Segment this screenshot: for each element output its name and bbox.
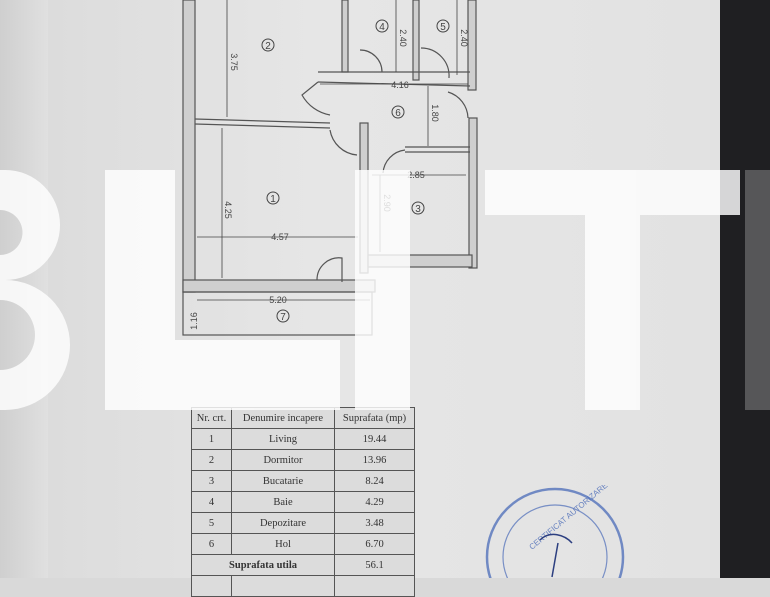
dim-label: 2.40 (398, 29, 408, 47)
room-marker-2: 2 (265, 41, 271, 52)
cell-name: Dormitor (231, 449, 335, 471)
header-area: Suprafata (mp) (334, 407, 415, 429)
cell-name: Hol (231, 533, 335, 555)
cell-name: Baie (231, 491, 335, 513)
cell-nr: 5 (191, 512, 232, 534)
dim-label: 1.80 (430, 104, 440, 122)
table-header: Nr. crt. Denumire incapere Suprafata (mp… (191, 407, 415, 429)
room-area-table: Nr. crt. Denumire incapere Suprafata (mp… (191, 407, 415, 597)
cell-nr: 4 (191, 491, 232, 513)
room-marker-6: 6 (395, 108, 401, 119)
dim-label: 4.16 (391, 80, 409, 90)
dim-label: 2.40 (459, 29, 469, 47)
table-row (191, 575, 415, 597)
dim-label: 3.75 (229, 53, 239, 71)
header-name: Denumire incapere (231, 407, 335, 429)
cell-area: 6.70 (334, 533, 415, 555)
dim-label: 4.25 (223, 201, 233, 219)
signature (539, 533, 573, 578)
cell-name: Depozitare (231, 512, 335, 534)
total-value: 56.1 (334, 554, 415, 576)
stamp-text: CERTIFICAT AUTORIZARE (528, 485, 610, 552)
dim-label: 5.20 (269, 295, 287, 305)
room-marker-1: 1 (270, 194, 276, 205)
cell-area: 3.48 (334, 512, 415, 534)
cell-area: 8.24 (334, 470, 415, 492)
room-marker-3: 3 (415, 204, 421, 215)
cell-name: Bucatarie (231, 470, 335, 492)
dim-label: 1.16 (189, 312, 199, 330)
total-label: Suprafata utila (191, 554, 335, 576)
cell-area: 13.96 (334, 449, 415, 471)
room-marker-7: 7 (280, 312, 286, 323)
cell-nr: 3 (191, 470, 232, 492)
room-marker-5: 5 (440, 22, 446, 33)
cell-nr: 1 (191, 428, 232, 450)
cell-area: 19.44 (334, 428, 415, 450)
dim-label: 2.90 (382, 194, 392, 212)
dim-label: 4.57 (271, 232, 289, 242)
cell-nr: 6 (191, 533, 232, 555)
dim-label: 2.85 (407, 170, 425, 180)
cell-area: 4.29 (334, 491, 415, 513)
header-nr: Nr. crt. (191, 407, 232, 429)
certification-stamp: CERTIFICAT AUTORIZARE (485, 485, 625, 578)
room-marker-4: 4 (379, 22, 385, 33)
cell-nr: 2 (191, 449, 232, 471)
cell-name: Living (231, 428, 335, 450)
